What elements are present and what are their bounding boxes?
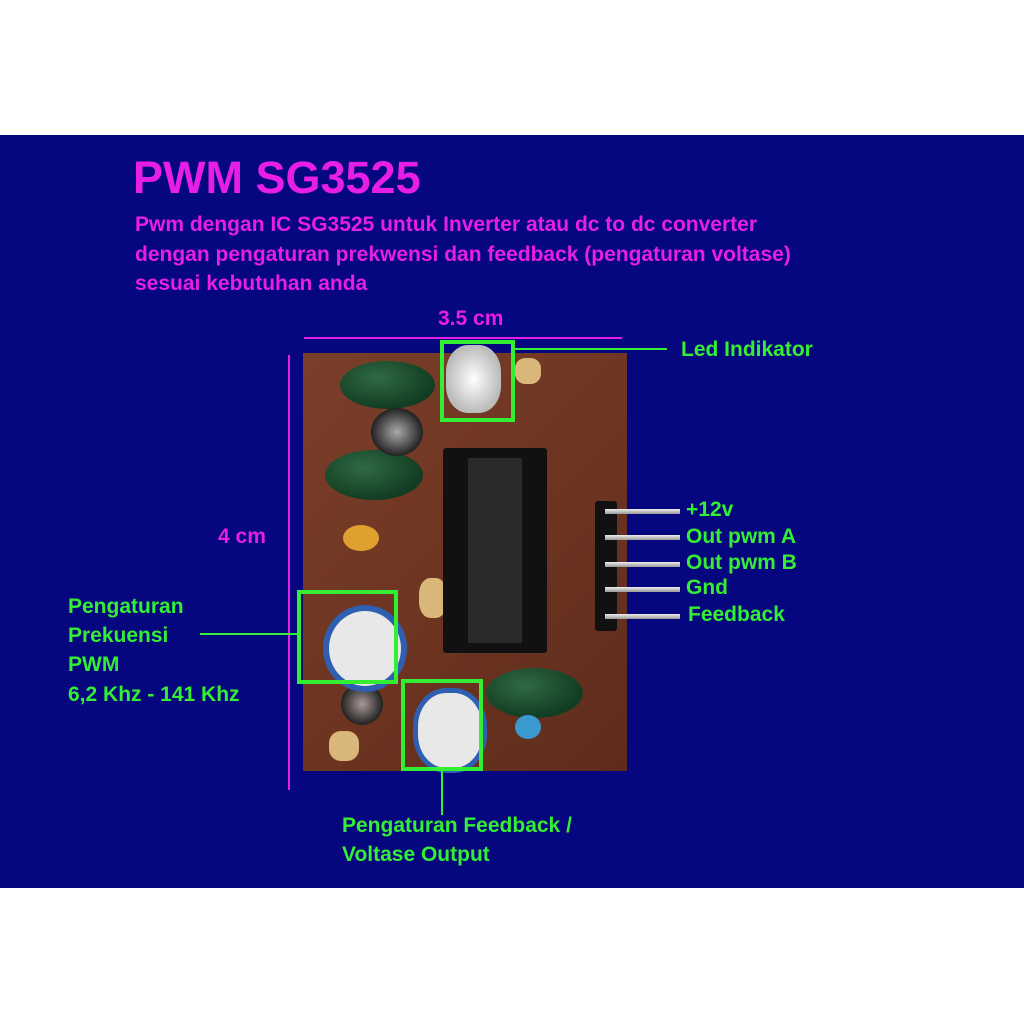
led-label: Led Indikator [681, 338, 813, 361]
pin [605, 614, 680, 619]
pin-label-gnd: Gnd [686, 576, 728, 599]
ceramic-capacitor [515, 715, 541, 739]
led-highlight [440, 340, 515, 422]
pin [605, 509, 680, 514]
frequency-label: PWM [68, 653, 120, 676]
resistor [515, 358, 541, 384]
description-line: dengan pengaturan prekwensi dan feedback… [135, 243, 791, 266]
description-line: sesuai kebutuhan anda [135, 272, 368, 295]
pin-label-out-b: Out pwm B [686, 551, 797, 574]
electrolytic-capacitor [371, 408, 423, 456]
frequency-label: Prekuensi [68, 624, 169, 647]
ceramic-capacitor [343, 525, 379, 551]
resistor [419, 578, 447, 618]
feedback-label: Voltase Output [342, 843, 490, 866]
frequency-trimpot [323, 605, 407, 692]
pin-label-feedback: Feedback [688, 603, 785, 626]
description-line: Pwm dengan IC SG3525 untuk Inverter atau… [135, 213, 758, 236]
feedback-pot-highlight [401, 679, 483, 771]
pin [605, 535, 680, 540]
pin [605, 587, 680, 592]
frequency-label: Pengaturan [68, 595, 184, 618]
led [446, 345, 501, 413]
sg3525-chip [468, 458, 522, 643]
width-line [304, 337, 622, 339]
ic-socket [443, 448, 547, 653]
pin [605, 562, 680, 567]
capacitor [340, 361, 435, 409]
capacitor [486, 668, 583, 718]
resistor [329, 731, 359, 761]
frequency-leader-line [200, 633, 298, 635]
height-line [288, 355, 290, 790]
feedback-label: Pengaturan Feedback / [342, 814, 572, 837]
width-label: 3.5 cm [438, 307, 504, 330]
feedback-leader-line [441, 771, 443, 815]
frequency-range-label: 6,2 Khz - 141 Khz [68, 683, 240, 706]
capacitor [325, 450, 423, 500]
pcb-board [303, 345, 627, 773]
height-label: 4 cm [218, 525, 266, 548]
frequency-pot-highlight [297, 590, 398, 684]
pin-label-12v: +12v [686, 498, 734, 521]
page-title: PWM SG3525 [133, 152, 421, 203]
led-leader-line [515, 348, 667, 350]
pin-label-out-a: Out pwm A [686, 525, 797, 548]
